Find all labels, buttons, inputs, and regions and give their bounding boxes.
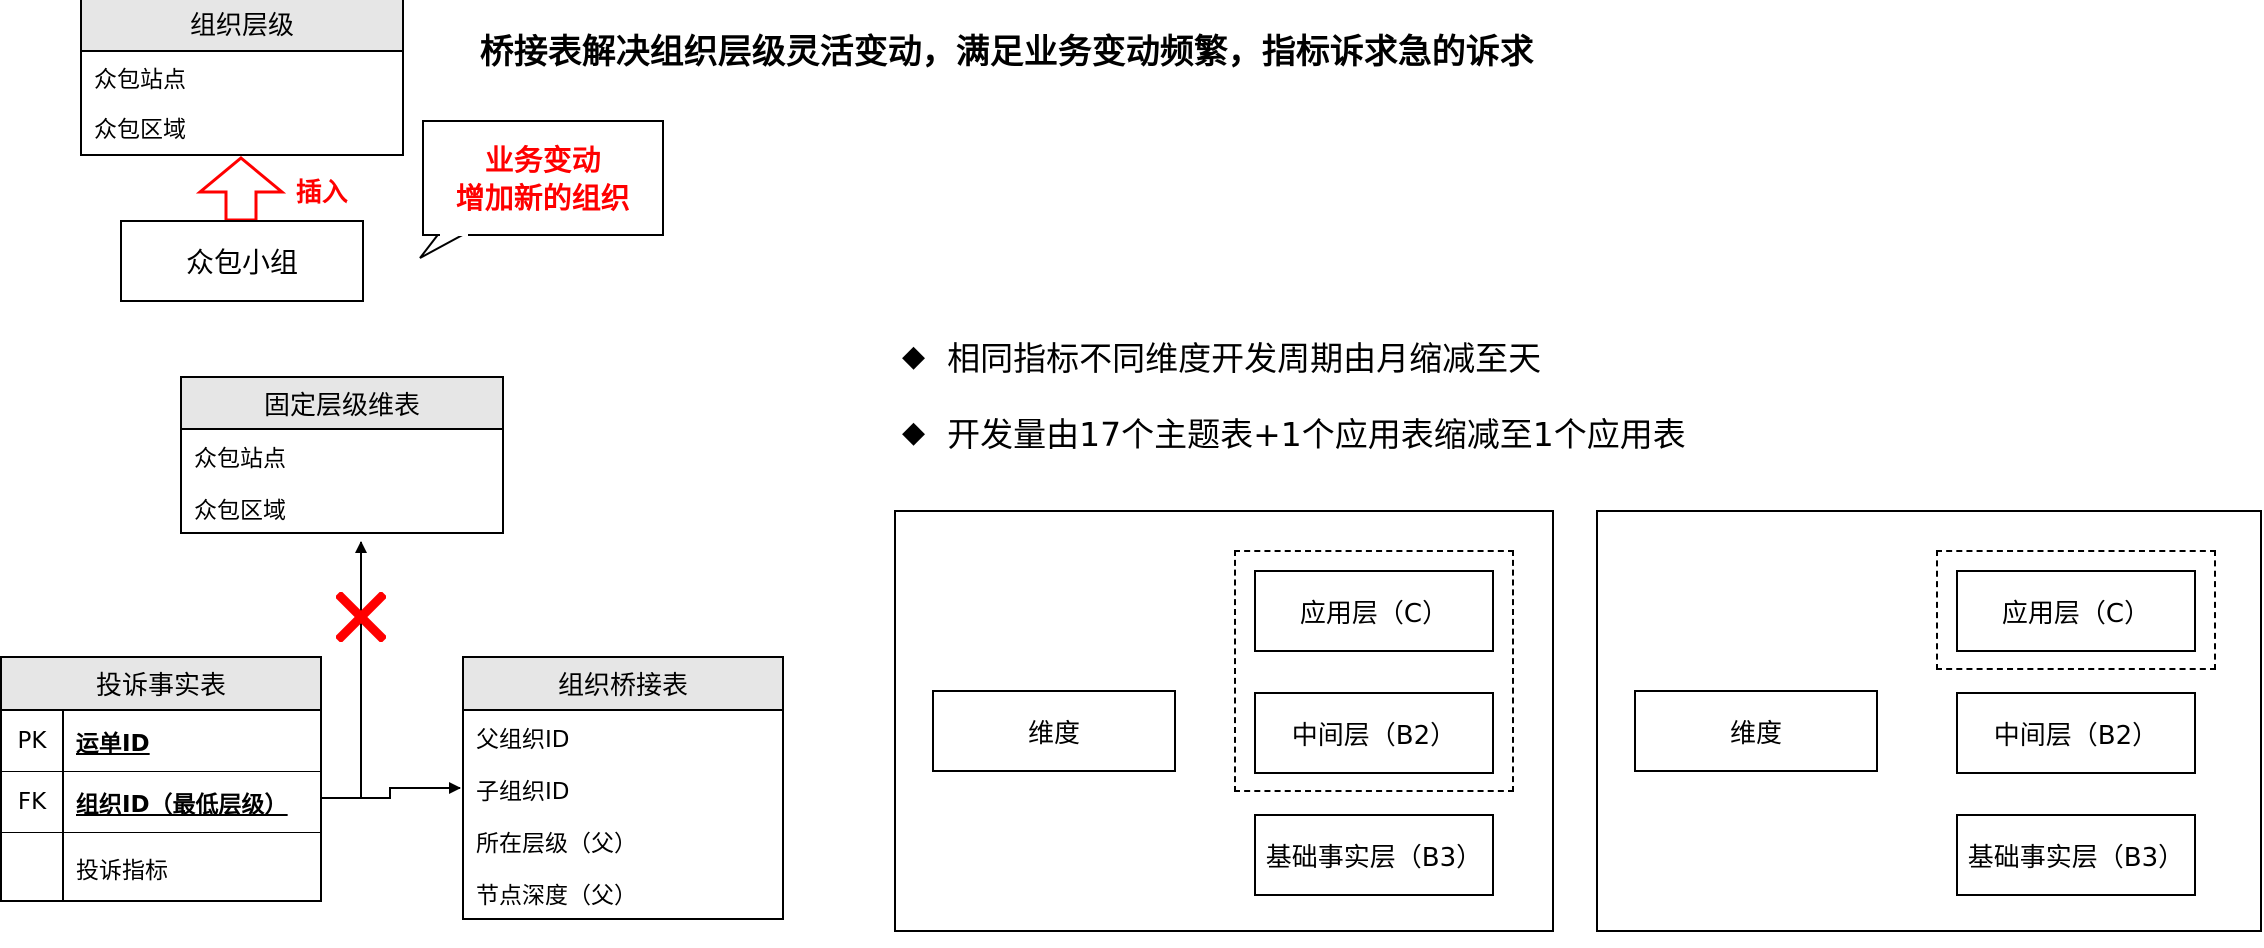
callout-bottom-edge-right (468, 234, 664, 236)
bullet-item: ◆ 相同指标不同维度开发周期由月缩减至天 (902, 332, 1541, 380)
callout-line2: 增加新的组织 (455, 181, 630, 215)
bridge-table: 组织桥接表 父组织ID 子组织ID 所在层级（父） 节点深度（父） (462, 656, 784, 920)
bridge-row: 子组织ID (476, 779, 570, 805)
callout-line1: 业务变动 (484, 143, 601, 177)
fact-field-cell: 投诉指标 (76, 857, 168, 884)
org-level-table-header: 组织层级 (82, 0, 402, 52)
fixed-dim-row: 众包站点 (194, 446, 286, 472)
callout-bubble: 业务变动 增加新的组织 (422, 120, 664, 236)
fixed-dim-row: 众包区域 (194, 498, 286, 524)
fact-field-cell: 运单ID (76, 731, 150, 757)
fk-to-bridge-line (322, 782, 461, 799)
bridge-row: 父组织ID (476, 727, 570, 753)
headline: 桥接表解决组织层级灵活变动，满足业务变动频繁，指标诉求急的诉求 (480, 32, 1534, 72)
fact-table-header: 投诉事实表 (2, 658, 320, 711)
left-layer-box: 应用层（C） (1254, 570, 1494, 652)
fact-table: 投诉事实表 PK 运单ID FK 组织ID（最低层级） 投诉指标 (0, 656, 322, 902)
right-dashed-group (1936, 550, 2216, 670)
bridge-row: 所在层级（父） (476, 831, 637, 857)
bridge-table-header: 组织桥接表 (464, 658, 782, 711)
org-level-table: 组织层级 众包站点 众包区域 (80, 0, 404, 156)
fact-key-cell: PK (2, 711, 64, 771)
bridge-row: 节点深度（父） (476, 883, 637, 909)
insert-label: 插入 (296, 178, 349, 208)
hollow-up-arrow-icon (196, 156, 286, 222)
right-dimension-box: 维度 (1634, 690, 1878, 772)
bullet-text: 相同指标不同维度开发周期由月缩减至天 (947, 339, 1542, 378)
diamond-bullet-icon: ◆ (902, 414, 926, 450)
fact-key-cell (2, 833, 64, 902)
fact-row-fk: FK 组织ID（最低层级） (2, 772, 320, 833)
right-layer-box: 中间层（B2） (1956, 692, 2196, 774)
left-dimension-box: 维度 (932, 690, 1176, 772)
fact-row-pk: PK 运单ID (2, 711, 320, 772)
right-layer-box: 基础事实层（B3） (1956, 814, 2196, 896)
org-level-row: 众包站点 (94, 67, 186, 93)
diamond-bullet-icon: ◆ (902, 338, 926, 374)
bullet-item: ◆ 开发量由17个主题表+1个应用表缩减至1个应用表 (902, 408, 1686, 456)
right-layer-box: 应用层（C） (1956, 570, 2196, 652)
red-x-icon (336, 592, 386, 642)
callout-tail (419, 231, 469, 259)
fixed-dim-table: 固定层级维表 众包站点 众包区域 (180, 376, 504, 534)
left-layer-box: 中间层（B2） (1254, 692, 1494, 774)
bullet-text: 开发量由17个主题表+1个应用表缩减至1个应用表 (947, 415, 1686, 454)
left-dashed-group (1234, 550, 1514, 792)
fact-row-measure: 投诉指标 (2, 833, 320, 902)
fact-key-cell: FK (2, 772, 64, 832)
fixed-dim-table-header: 固定层级维表 (182, 378, 502, 430)
fact-field-cell: 组织ID（最低层级） (76, 792, 288, 818)
left-layer-box: 基础事实层（B3） (1254, 814, 1494, 896)
callout-bottom-edge-left (422, 234, 440, 236)
org-level-row: 众包区域 (94, 117, 186, 143)
group-box: 众包小组 (120, 220, 364, 302)
